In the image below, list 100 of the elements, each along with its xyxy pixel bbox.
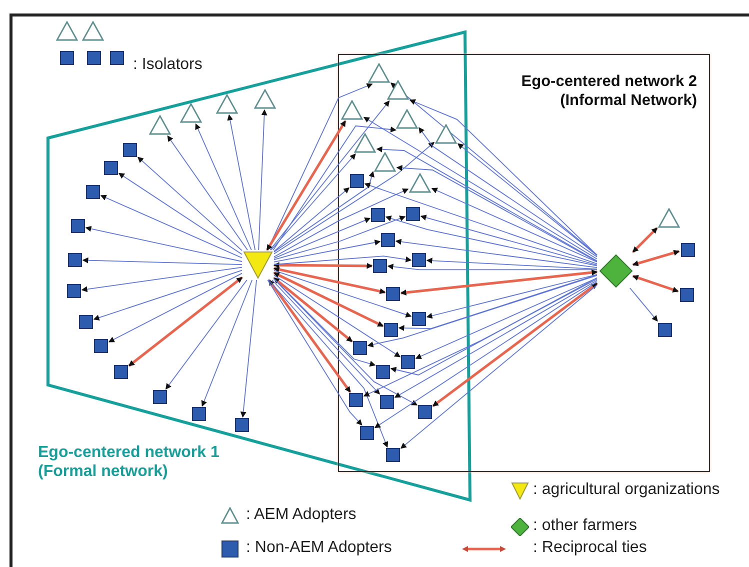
adopter-node [368,63,390,83]
arrow [274,187,350,252]
arrow [93,270,242,320]
arrow [274,188,409,258]
non-adopter-node [350,174,364,188]
arrow [273,277,353,342]
non-adopter-node [373,259,387,273]
adopter-node [387,80,409,100]
arrow [632,274,679,293]
adopter-node [180,103,202,123]
arrow [272,280,380,395]
arrow [274,270,412,318]
arrow [108,272,242,342]
arrow [431,188,598,262]
arrow [274,216,406,260]
non-adopter-node [680,288,694,302]
non-adopter-node [658,323,672,337]
arrow [266,120,346,251]
arrow [418,127,598,258]
arrow [273,262,373,269]
non-adopter-node [68,253,82,267]
arrow [227,114,256,250]
arrow [258,109,268,250]
non-adopter-node [376,365,390,379]
adopter-node [341,100,363,120]
non-adopter-node [153,390,167,404]
arrow [82,257,242,266]
adopter-node [216,94,238,114]
non-adopter-node [349,393,363,407]
adopter-node [658,208,680,228]
adopter-node [82,21,104,41]
non-adopter-node [192,407,206,421]
adopter-node [254,89,276,109]
non-adopter-node [110,51,124,65]
non-adopter-node [381,233,395,247]
isolators-label: : Isolators [133,56,202,74]
legend-label: : Non-AEM Adopters [246,539,392,557]
non-adopter-node [87,51,101,65]
arrow [420,214,598,266]
arrow [273,272,384,328]
arrow [268,280,388,448]
network-title: Ego-centered network 2 (Informal Network) [520,73,697,110]
arrow [632,227,658,253]
arrow [409,99,598,256]
non-adopter-node [104,161,118,175]
arrow [398,274,598,332]
non-adopter-node [386,448,400,462]
arrow [376,146,598,262]
non-adopter-node [412,253,426,267]
arrow [270,100,390,250]
arrow [363,116,598,260]
arrow [273,266,386,294]
arrow [400,284,598,449]
arrow [240,280,257,418]
network-title: Ego-centered network 1 (Formal network) [38,443,220,482]
arrow [268,279,352,393]
arrow [81,266,242,292]
arrow [85,226,242,262]
arrow [274,218,371,259]
non-adopter-node [67,284,81,298]
network-boundary [338,54,710,472]
arrow [137,156,242,252]
non-adopter-node [380,395,394,409]
arrow [395,238,598,268]
arrow [426,258,598,270]
arrow [374,281,598,428]
arrow [167,135,248,250]
non-adopter-node [418,405,432,419]
arrow [118,172,242,255]
arrow [387,264,598,270]
arrow [274,142,435,254]
non-adopter-node [406,207,420,221]
adopter-node [149,115,171,135]
arrow [274,240,381,262]
arrow [270,153,356,250]
arrow [274,256,412,265]
non-adopter-node [60,51,74,65]
arrow [274,274,401,358]
legend-label: : other farmers [533,517,638,535]
arrow [396,164,598,262]
non-adopter-node [79,315,93,329]
non-adopter-node [86,185,100,199]
arrow [390,277,598,376]
arrow [457,143,598,256]
organization-node [243,251,273,279]
arrow [629,288,658,322]
farmer-node [599,254,633,288]
arrow [128,276,243,367]
legend-label: : agricultural organizations [533,481,720,499]
non-adopter-node [412,312,426,326]
arrow [432,282,598,408]
arrow [632,250,680,266]
adopter-node [435,124,457,144]
adopter-node [396,109,418,129]
arrow [426,274,598,319]
arrow [385,216,598,266]
adopter-node [354,133,376,153]
adopter-node [409,173,431,193]
non-adopter-node [353,341,367,355]
non-adopter-node [386,287,400,301]
